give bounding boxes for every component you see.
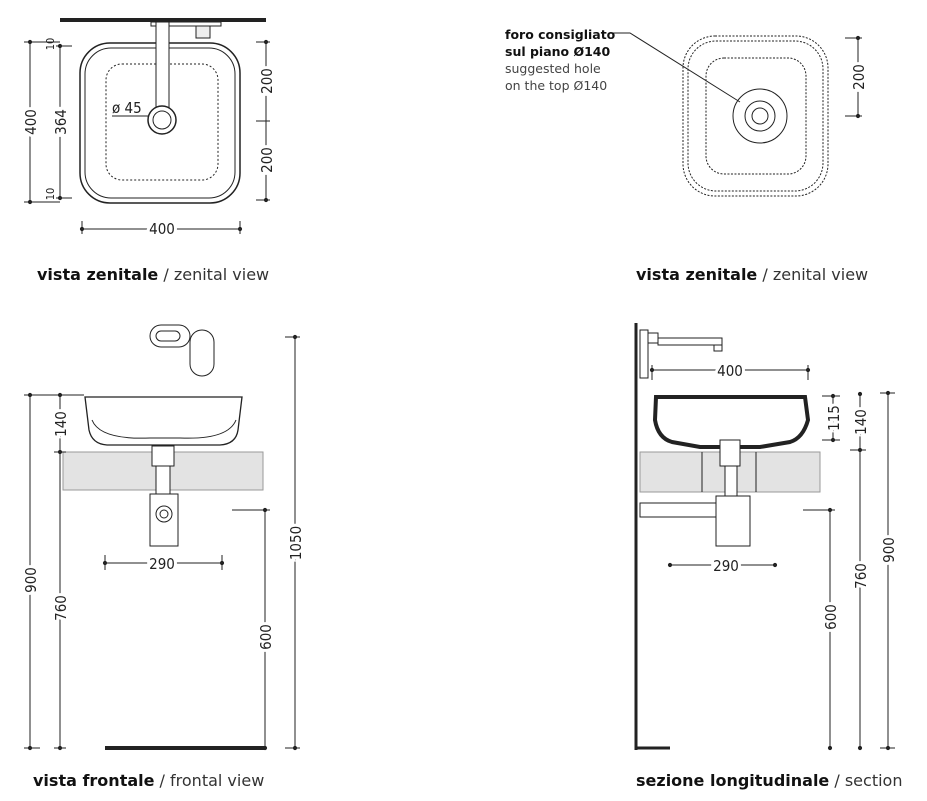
caption-zenital-view-2: vista zenitale / zenital view: [636, 265, 868, 284]
caption-light: / zenital view: [757, 265, 869, 284]
dim-sec-width: 400: [717, 362, 743, 380]
frontal-dimension-lines: [24, 334, 300, 751]
caption-light: / frontal view: [154, 771, 265, 790]
note-line-4: on the top Ø140: [505, 78, 608, 93]
dim-tl-height: 400: [22, 109, 40, 135]
zenital-view-basin: [60, 18, 266, 204]
zenital-view-hole: [612, 32, 862, 197]
dim-tl-drain: ø 45: [112, 99, 142, 117]
dim-tl-inner: 364: [52, 109, 70, 135]
dim-sec-total: 900: [880, 537, 898, 563]
dim-tl-half-bottom: 200: [258, 147, 276, 173]
caption-zenital-view-1: vista zenitale / zenital view: [37, 265, 269, 284]
dim-fr-counter: 760: [52, 595, 70, 621]
caption-bold: vista zenitale: [636, 265, 758, 284]
section-view: [634, 323, 821, 750]
caption-frontal-view: vista frontale / frontal view: [33, 771, 264, 790]
caption-bold: vista zenitale: [37, 265, 159, 284]
suggested-hole-note: foro consigliato sul piano Ø140 suggeste…: [505, 26, 615, 94]
dim-sec-trap: 600: [822, 604, 840, 630]
dim-sec-counter: 760: [852, 563, 870, 589]
caption-light: / section: [829, 771, 903, 790]
dim-fr-basin: 140: [52, 411, 70, 437]
caption-bold: vista frontale: [33, 771, 155, 790]
caption-light: / zenital view: [158, 265, 270, 284]
dim-sec-inner: 115: [825, 405, 843, 431]
note-line-3: suggested hole: [505, 61, 601, 76]
dimension-labels: 400 364 10 10 200 200 400 ø 45 200 900 1…: [19, 38, 901, 653]
dim-sec-basin: 140: [852, 409, 870, 435]
zenital-dimension-lines: [24, 39, 270, 234]
note-line-1: foro consigliato: [505, 27, 616, 42]
dim-fr-tap: 1050: [287, 526, 305, 560]
note-line-2: sul piano Ø140: [505, 44, 611, 59]
frontal-view: [62, 324, 265, 750]
caption-section-view: sezione longitudinale / section: [636, 771, 902, 790]
caption-bold: sezione longitudinale: [636, 771, 830, 790]
section-dimension-lines: [649, 365, 895, 751]
dim-sec-spacing: 290: [713, 557, 739, 575]
dim-fr-spacing: 290: [149, 555, 175, 573]
dim-tl-rim-top: 10: [44, 38, 57, 51]
dim-tr-half: 200: [850, 64, 868, 90]
dim-fr-trap: 600: [257, 624, 275, 650]
dim-tl-half-top: 200: [258, 68, 276, 94]
dim-tl-width: 400: [149, 220, 175, 238]
dim-fr-total: 900: [22, 567, 40, 593]
dim-tl-rim-bottom: 10: [44, 188, 57, 201]
